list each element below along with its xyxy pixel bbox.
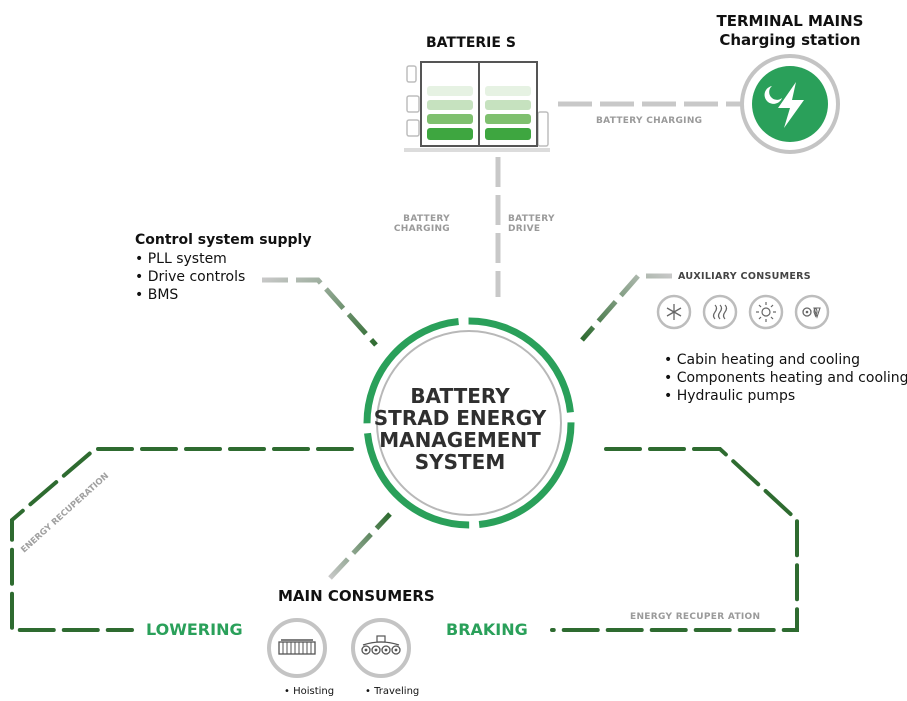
center-title-line3: MANAGEMENT (379, 428, 541, 452)
battery-connectors (457, 157, 501, 297)
battery-drive-line2: DRIVE (508, 224, 541, 234)
battery-charging-vertical-label: BATTERY CHARGING (384, 214, 450, 234)
main-consumers-title: MAIN CONSUMERS (278, 587, 435, 605)
list-item: • Components heating and cooling (664, 370, 907, 386)
pump-icon (794, 294, 830, 330)
auxiliary-list: • Cabin heating and cooling • Components… (664, 351, 907, 405)
auxiliary-title: AUXILIARY CONSUMERS (678, 271, 811, 282)
energy-recuperation-loop (10, 447, 799, 632)
terminal-title-line1: TERMINAL MAINS (716, 12, 864, 30)
battery-charging-vertical-line2: CHARGING (393, 224, 450, 234)
braking-label: BRAKING (446, 620, 528, 639)
list-item: • Cabin heating and cooling (664, 352, 860, 368)
control-supply-title: Control system supply (135, 232, 312, 248)
list-item: • BMS (135, 287, 179, 303)
charging-station-icon (740, 54, 840, 154)
lowering-label: LOWERING (146, 620, 243, 639)
batteries-title: BATTERIE S (426, 35, 516, 51)
battery-pack-icon (404, 61, 550, 152)
battery-drive-line1: BATTERY (508, 214, 555, 224)
energy-recuperation-right-label: ENERGY RECUPER ATION (630, 612, 761, 622)
center-title: BATTERY STRAD ENERGY MANAGEMENT SYSTEM (360, 385, 560, 473)
control-supply-connector (262, 277, 378, 347)
center-ring (363, 317, 575, 529)
sun-icon (748, 294, 784, 330)
energy-recuperation-left-label: ENERGY RECUPERATION (19, 471, 111, 555)
hoisting-icon (267, 618, 327, 678)
terminal-title-line2: Charging station (719, 31, 861, 49)
list-item: • Drive controls (135, 269, 246, 285)
snowflake-icon (656, 294, 692, 330)
traveling-icon (351, 618, 411, 678)
battery-charging-top-label: BATTERY CHARGING (596, 116, 703, 126)
terminal-title: TERMINAL MAINS Charging station (710, 12, 870, 50)
center-title-line1: BATTERY (410, 384, 510, 408)
traveling-label: • Traveling (365, 686, 420, 697)
control-supply-list: • PLL system • Drive controls • BMS (135, 250, 245, 304)
main-consumers-connector (328, 512, 392, 580)
center-title-line4: SYSTEM (414, 450, 506, 474)
battery-drive-label: BATTERY DRIVE (508, 214, 555, 234)
heat-waves-icon (702, 294, 738, 330)
battery-charging-vertical-line1: BATTERY (403, 214, 450, 224)
center-title-line2: STRAD ENERGY (373, 406, 547, 430)
list-item: • PLL system (135, 251, 227, 267)
list-item: • Hydraulic pumps (664, 388, 796, 404)
auxiliary-connector (580, 273, 672, 342)
hoisting-label: • Hoisting (284, 686, 335, 697)
